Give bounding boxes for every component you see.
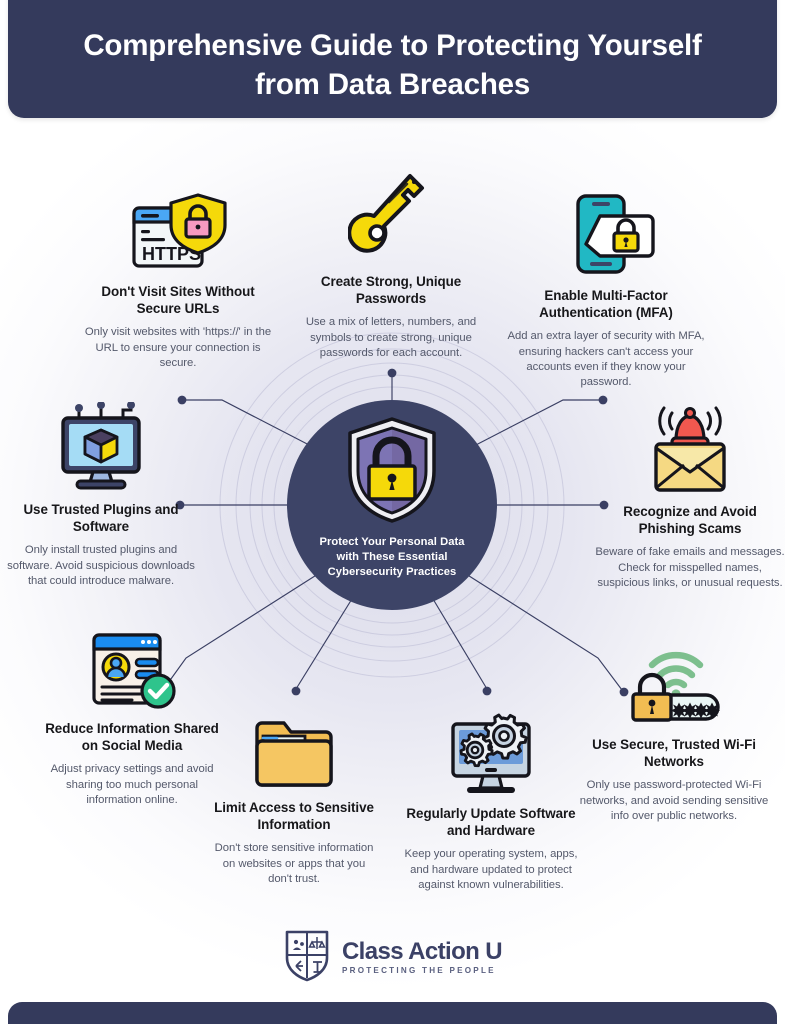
item-title: Limit Access to Sensitive Information (214, 800, 374, 833)
item-plugins: Use Trusted Plugins and Software Only in… (2, 402, 200, 589)
item-description: Beware of fake emails and messages. Chec… (595, 546, 785, 589)
envelope-alert-bell-icon (595, 402, 785, 494)
item-wifi: Use Secure, Trusted Wi-Fi Networks Only … (578, 645, 770, 824)
item-title: Reduce Information Shared on Social Medi… (45, 721, 219, 754)
item-title: Use Secure, Trusted Wi-Fi Networks (592, 737, 756, 770)
item-title: Recognize and Avoid Phishing Scams (623, 504, 757, 537)
item-social-media: Reduce Information Shared on Social Medi… (38, 627, 226, 808)
center-hub: Protect Your Personal Data with These Es… (287, 400, 497, 610)
item-title: Don't Visit Sites Without Secure URLs (101, 284, 255, 317)
monitor-gears-icon (404, 712, 578, 796)
item-description: Add an extra layer of security with MFA,… (507, 330, 705, 389)
profile-card-check-icon (38, 627, 226, 711)
folder-icon (213, 712, 375, 790)
item-folder: Limit Access to Sensitive Information Do… (213, 712, 375, 887)
item-description: Keep your operating system, apps, and ha… (404, 848, 578, 891)
item-phishing: Recognize and Avoid Phishing Scams Bewar… (595, 402, 785, 591)
logo-tagline: PROTECTING THE PEOPLE (341, 965, 496, 975)
phone-lock-message-icon (500, 192, 712, 278)
monitor-cube-icon (2, 402, 200, 492)
item-description: Only visit websites with 'https://' in t… (84, 326, 272, 369)
item-mfa: Enable Multi-Factor Authentication (MFA)… (500, 192, 712, 391)
class-action-u-crest-icon (283, 928, 331, 987)
item-description: Adjust privacy settings and avoid sharin… (50, 763, 214, 806)
header-banner: Comprehensive Guide to Protecting Yourse… (8, 0, 777, 118)
item-title: Enable Multi-Factor Authentication (MFA) (539, 288, 673, 321)
item-title: Create Strong, Unique Passwords (320, 274, 462, 307)
page-title: Comprehensive Guide to Protecting Yourse… (83, 29, 702, 101)
key-icon (292, 166, 490, 264)
item-description: Don't store sensitive information on web… (214, 842, 374, 885)
item-update: Regularly Update Software and Hardware K… (404, 712, 578, 893)
wifi-lock-password-icon (578, 645, 770, 727)
brand-logo: Class Action U PROTECTING THE PEOPLE (0, 928, 785, 987)
item-description: Only install trusted plugins and softwar… (7, 544, 195, 587)
item-title: Use Trusted Plugins and Software (23, 502, 179, 535)
item-title: Regularly Update Software and Hardware (406, 806, 576, 839)
item-description: Use a mix of letters, numbers, and symbo… (305, 316, 477, 359)
item-passwords: Create Strong, Unique Passwords Use a mi… (292, 166, 490, 361)
item-description: Only use password-protected Wi-Fi networ… (579, 779, 769, 822)
center-hub-text: Protect Your Personal Data with These Es… (319, 536, 465, 578)
footer-banner (8, 1002, 777, 1024)
logo-name: Class Action U (341, 937, 503, 965)
https-browser-shield-icon: HTTPS (78, 192, 278, 274)
shield-lock-icon (342, 414, 442, 531)
item-https: HTTPS Don't Visit Sites Without Secure U… (78, 192, 278, 371)
